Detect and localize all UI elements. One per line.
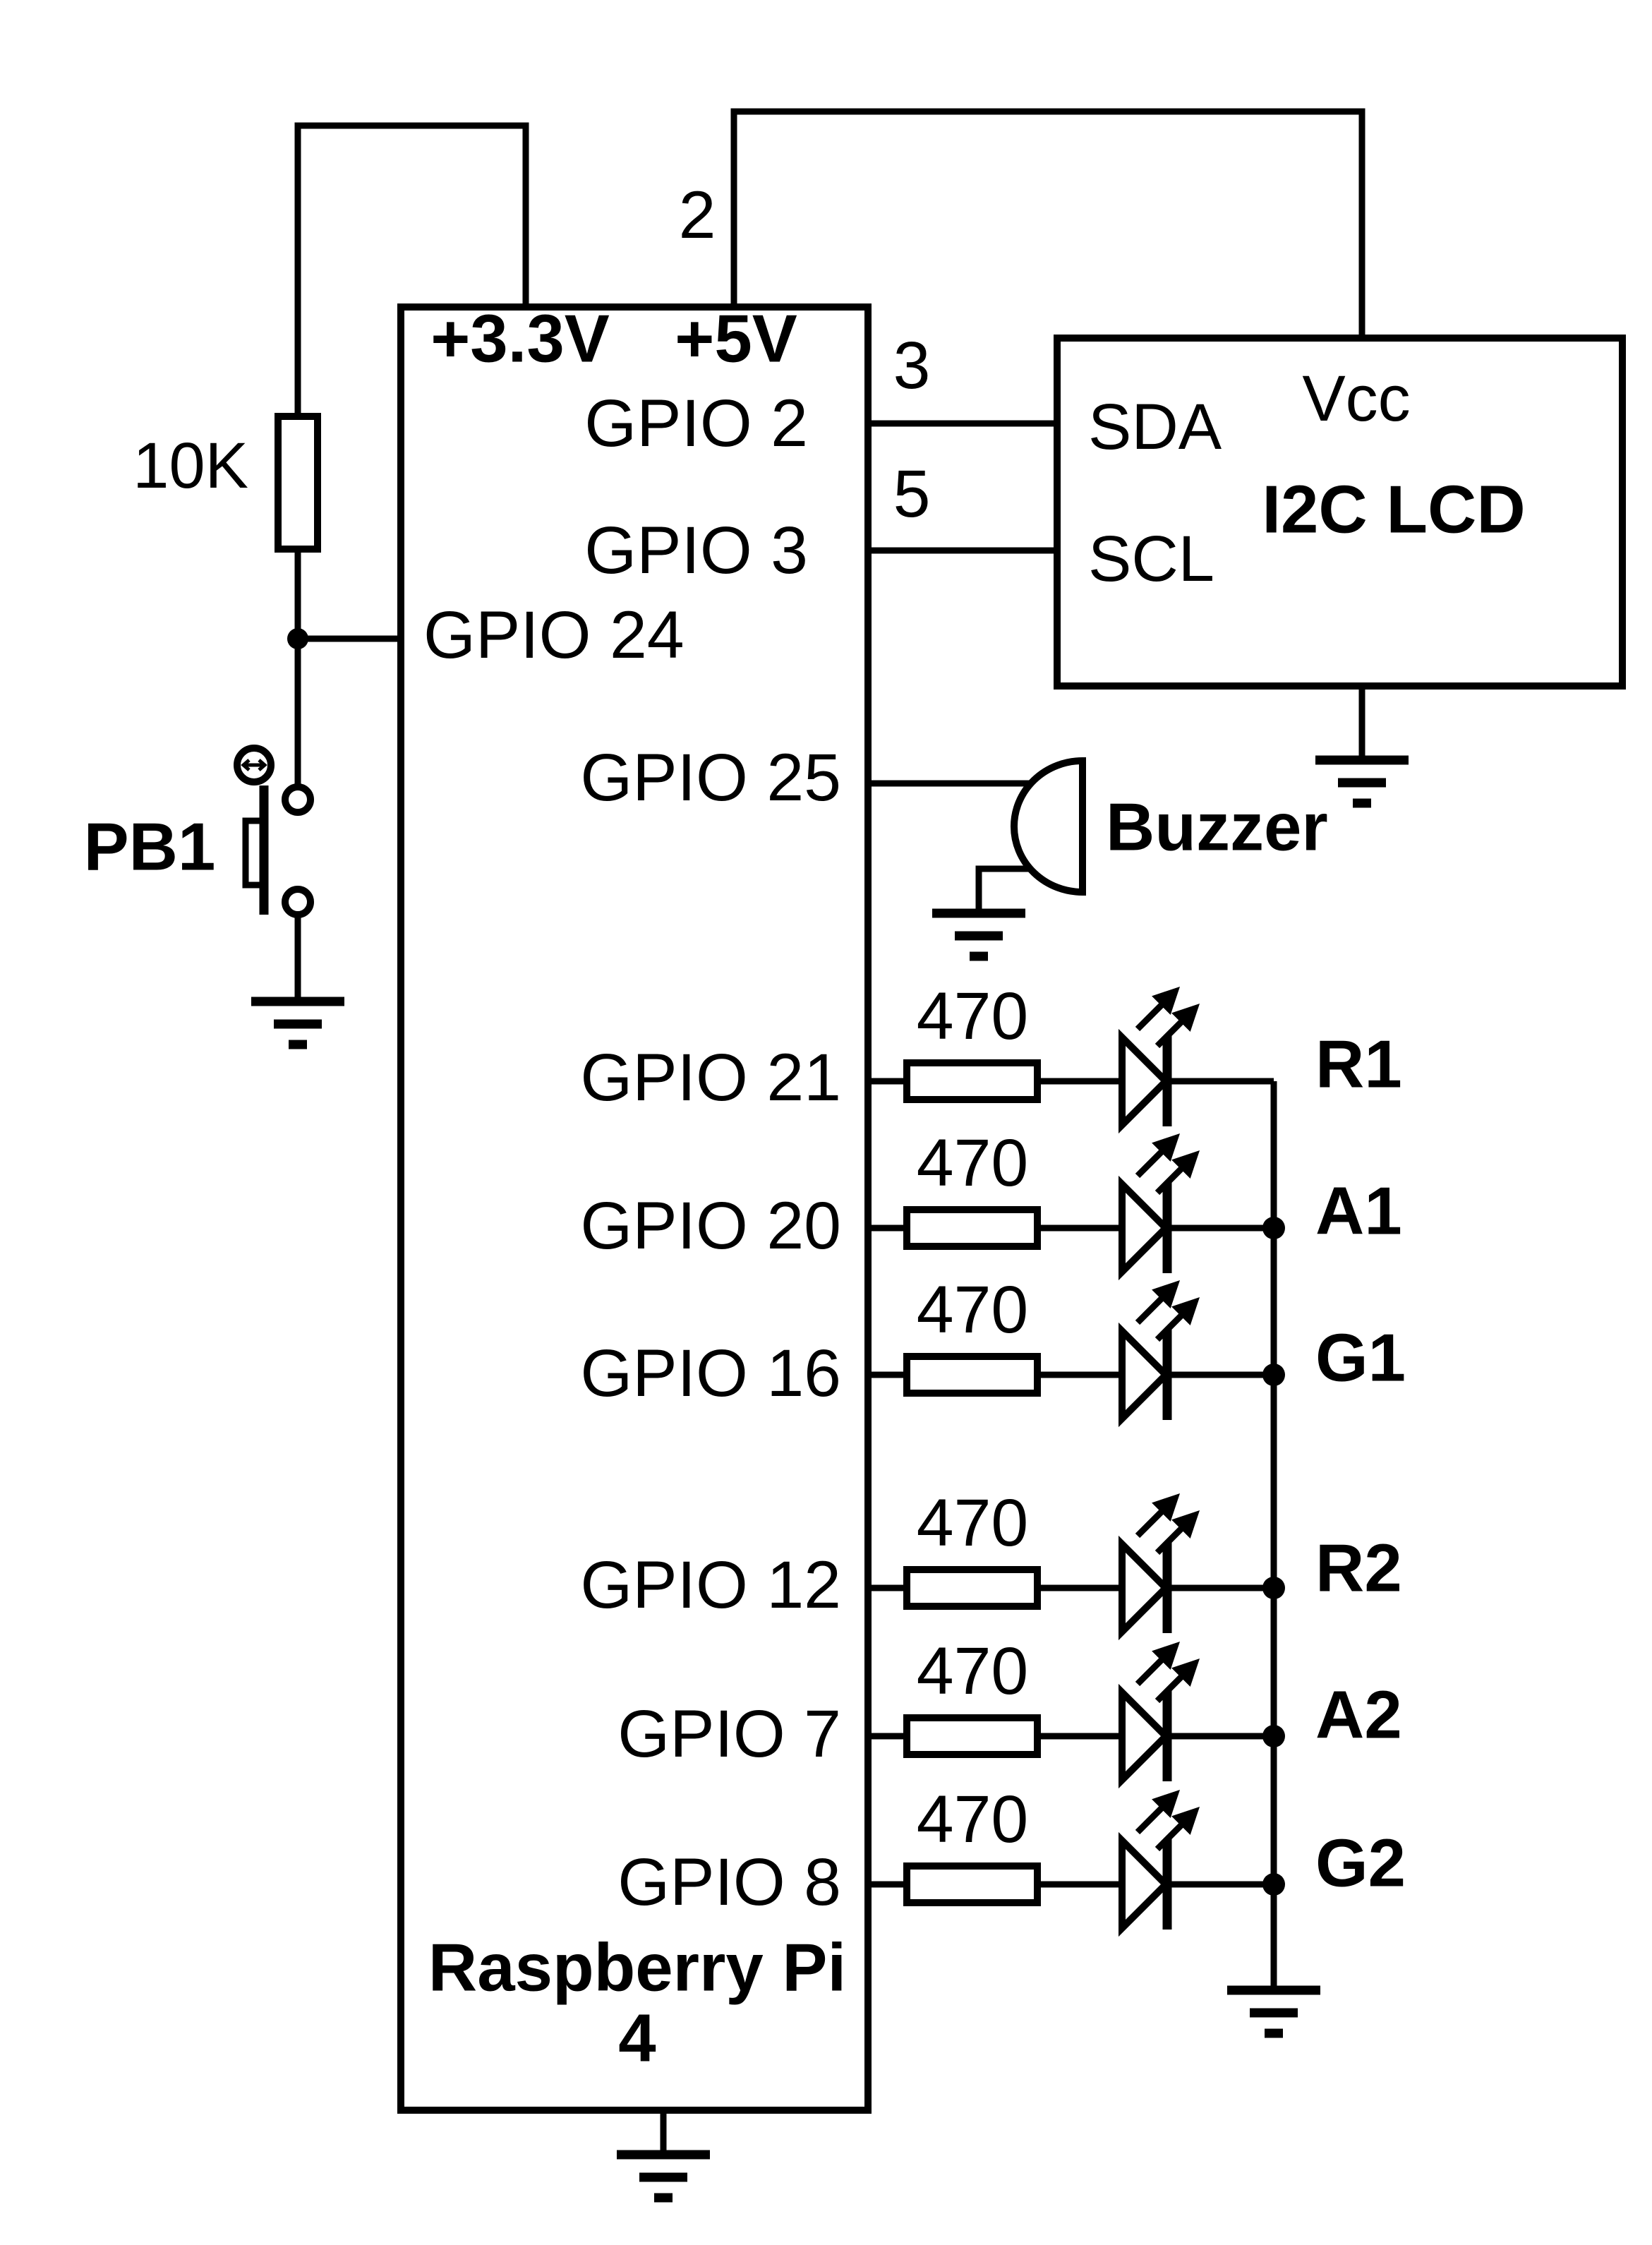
pi-pin-label-gpio21: GPIO 21 xyxy=(580,1040,841,1115)
resistor-value-g2: 470 xyxy=(917,1782,1029,1857)
pi-pin-label-gpio24: GPIO 24 xyxy=(423,598,685,673)
pi-pin-label-gpio2: GPIO 2 xyxy=(584,386,808,461)
wire-5v-to-lcd-vcc xyxy=(730,108,1365,338)
ground-symbol-buzzer xyxy=(932,913,1025,956)
lcd-pin-label-sda: SDA xyxy=(1088,391,1222,463)
wire-number-2: 2 xyxy=(679,178,716,253)
junction-dot-g1 xyxy=(1262,1364,1285,1386)
buzzer-label: Buzzer xyxy=(1106,790,1328,865)
ground-symbol-lcd xyxy=(1315,760,1409,803)
net-label-a2: A2 xyxy=(1315,1678,1402,1753)
junction-dot-g2 xyxy=(1262,1873,1285,1896)
wire-number-3: 3 xyxy=(893,328,931,403)
resistor-value-a2: 470 xyxy=(917,1634,1029,1709)
i2c-lcd-box xyxy=(1054,335,1626,690)
net-label-g1: G1 xyxy=(1315,1320,1406,1396)
junction-dot-a1 xyxy=(1262,1217,1285,1239)
lcd-title: I2C LCD xyxy=(1262,472,1525,548)
ground-symbol-button xyxy=(251,1001,344,1045)
ground-symbol-led-bus xyxy=(1227,1990,1320,2033)
pi-pin-label-gpio25: GPIO 25 xyxy=(580,740,841,815)
resistor-value-g1: 470 xyxy=(917,1272,1029,1347)
ground-symbol-pi xyxy=(617,2155,710,2198)
resistor-value-a1: 470 xyxy=(917,1126,1029,1200)
pullup-value-label: 10K xyxy=(133,430,248,502)
pi-title-line2: 4 xyxy=(618,2001,656,2076)
button-bracket xyxy=(242,817,264,889)
net-label-g2: G2 xyxy=(1315,1826,1406,1901)
net-label-r2: R2 xyxy=(1315,1531,1402,1606)
pi-pin-label-gpio12: GPIO 12 xyxy=(580,1548,841,1623)
lcd-pin-label-vcc: Vcc xyxy=(1302,363,1410,435)
pi-pin-label-3v3: +3.3V xyxy=(430,301,610,377)
pi-pin-label-gpio20: GPIO 20 xyxy=(580,1188,841,1263)
raspberry-pi-box xyxy=(397,303,872,2114)
pi-title-line1: Raspberry Pi xyxy=(428,1930,846,2006)
net-label-r1: R1 xyxy=(1315,1027,1402,1102)
resistor-value-r1: 470 xyxy=(917,979,1029,1054)
wire-number-5: 5 xyxy=(893,457,931,531)
pullup-resistor-10k xyxy=(275,413,321,553)
pi-pin-label-5v: +5V xyxy=(675,301,797,377)
pi-pin-label-gpio8: GPIO 8 xyxy=(617,1845,841,1920)
pushbutton-label: PB1 xyxy=(84,809,216,885)
resistor-value-r2: 470 xyxy=(917,1486,1029,1560)
lcd-pin-label-scl: SCL xyxy=(1088,523,1214,595)
buzzer-symbol xyxy=(1011,757,1086,896)
pi-pin-label-gpio16: GPIO 16 xyxy=(580,1336,841,1411)
pi-pin-label-gpio7: GPIO 7 xyxy=(617,1697,841,1771)
pi-pin-label-gpio3: GPIO 3 xyxy=(584,513,808,588)
wire-buzzer-to-ground xyxy=(975,865,1031,913)
net-label-a1: A1 xyxy=(1315,1174,1402,1249)
junction-dot-a2 xyxy=(1262,1725,1285,1747)
junction-dot-r2 xyxy=(1262,1577,1285,1599)
wire-3v3-to-pullup xyxy=(294,122,529,416)
pushbutton-pb1-symbol xyxy=(234,745,314,918)
